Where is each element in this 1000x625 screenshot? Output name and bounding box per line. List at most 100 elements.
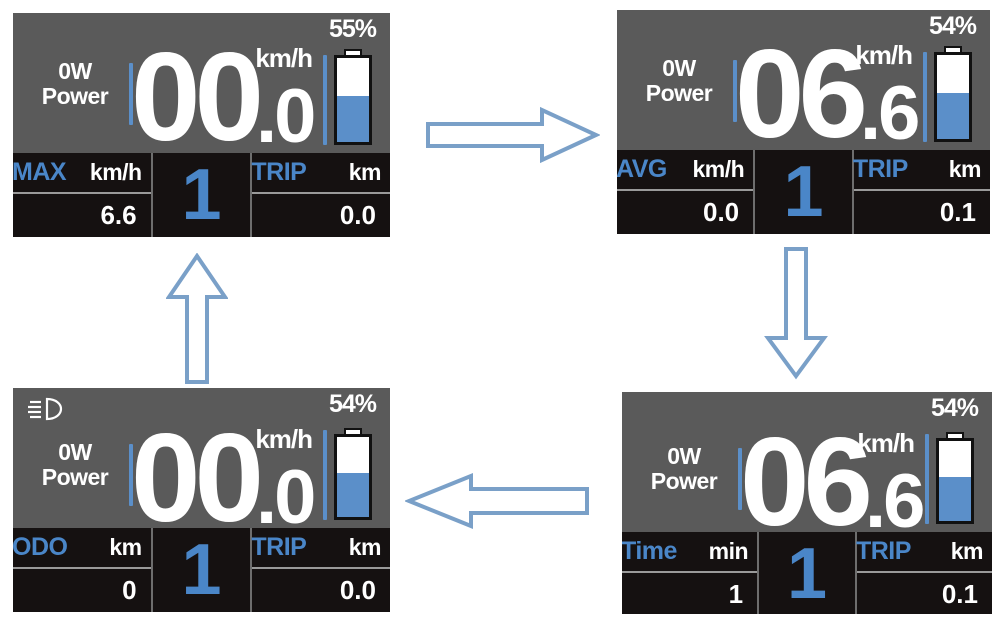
power-readout: 0W Power (625, 56, 733, 106)
battery-icon (334, 428, 372, 520)
power-readout: 0W Power (21, 59, 129, 109)
speed-readout: 00 .0 (131, 19, 316, 167)
power-value: 0W (667, 443, 701, 469)
left-metric-label: Time (622, 537, 677, 565)
assist-level-value: 1 (181, 155, 222, 235)
right-metric-cell[interactable]: TRIP km 0.0 (251, 153, 390, 237)
speed-integer: 00 (131, 409, 264, 548)
battery-fill (337, 473, 369, 517)
left-metric-cell[interactable]: AVG km/h 0.0 (617, 150, 754, 234)
left-metric-value: 1 (728, 579, 744, 609)
battery-percent: 54% (930, 394, 979, 422)
arrow-up-icon (165, 252, 229, 385)
right-metric-header: TRIP km (251, 528, 390, 569)
battery-percent: 54% (328, 390, 377, 418)
right-metric-header: TRIP km (852, 150, 990, 191)
left-metric-value: 0 (122, 575, 137, 605)
power-readout: 0W Power (630, 444, 738, 494)
battery-body (334, 434, 372, 520)
panel-bottom-section: Time min 1 1 TRIP km 0.1 (622, 532, 992, 614)
battery-fill (337, 95, 369, 142)
left-metric-value: 0.0 (702, 197, 740, 227)
assist-level-value: 1 (181, 530, 222, 610)
power-label: Power (645, 79, 713, 106)
power-value: 0W (58, 439, 92, 465)
display-panel-bottom-right[interactable]: 0W Power 06 .6 km/h 54% Time min 1 1 (622, 392, 992, 614)
left-metric-cell[interactable]: MAX km/h 6.6 (13, 153, 151, 237)
battery-nub (344, 428, 362, 435)
power-readout: 0W Power (21, 440, 129, 490)
power-value: 0W (662, 55, 696, 81)
assist-level-cell[interactable]: 1 (150, 528, 253, 612)
right-metric-value: 0.1 (941, 579, 978, 609)
left-metric-unit: km/h (692, 156, 745, 182)
speed-readout: 00 .0 (131, 400, 316, 548)
panel-top-section: 0W Power 06 .6 km/h 54% (617, 10, 990, 164)
power-value: 0W (58, 58, 92, 84)
power-label: Power (650, 467, 718, 494)
panel-top-section: 0W Power 06 .6 km/h 54% (622, 392, 992, 545)
power-label: Power (41, 463, 109, 490)
separator-right (323, 430, 327, 520)
power-label: Power (41, 82, 109, 109)
display-panel-top-left[interactable]: 0W Power 00 .0 km/h 55% MAX km/h 6.6 1 (13, 13, 390, 237)
separator-left (129, 444, 133, 506)
right-metric-label: TRIP (251, 158, 307, 186)
right-metric-cell[interactable]: TRIP km 0.1 (855, 532, 992, 614)
right-metric-value: 0.0 (339, 575, 376, 605)
speed-integer: 00 (131, 28, 264, 167)
battery-nub (944, 46, 962, 53)
right-metric-unit: km (948, 156, 982, 182)
right-metric-label: TRIP (251, 533, 307, 561)
right-metric-unit: km (950, 538, 984, 564)
speed-decimal: .6 (860, 70, 920, 156)
panel-bottom-section: MAX km/h 6.6 1 TRIP km 0.0 (13, 153, 390, 237)
assist-level-cell[interactable]: 1 (150, 153, 253, 237)
battery-percent: 55% (328, 15, 377, 43)
assist-level-cell[interactable]: 1 (757, 532, 857, 614)
panel-top-section: 0W Power 00 .0 km/h 54% (13, 388, 390, 541)
speed-integer: 06 (735, 25, 868, 164)
assist-level-value: 1 (786, 534, 828, 614)
battery-body (936, 438, 974, 524)
left-metric-cell[interactable]: Time min 1 (622, 532, 758, 614)
arrow-right-icon (424, 106, 601, 164)
right-metric-header: TRIP km (251, 153, 390, 194)
display-panel-top-right[interactable]: 0W Power 06 .6 km/h 54% AVG km/h 0.0 1 (617, 10, 990, 234)
speed-decimal: .6 (865, 458, 925, 544)
right-metric-label: TRIP (855, 537, 911, 565)
left-metric-unit: min (708, 538, 749, 564)
separator-left (733, 60, 737, 122)
assist-level-value: 1 (783, 152, 824, 232)
speed-unit-label: km/h (255, 424, 313, 454)
battery-body (334, 55, 372, 145)
assist-level-cell[interactable]: 1 (753, 150, 854, 234)
arrow-down-icon (762, 246, 830, 380)
arrow-left-icon (403, 473, 591, 529)
right-metric-cell[interactable]: TRIP km 0.0 (251, 528, 390, 612)
battery-percent: 54% (928, 12, 977, 40)
display-panel-bottom-left[interactable]: 0W Power 00 .0 km/h 54% ODO km 0 1 (13, 388, 390, 612)
battery-fill (939, 477, 971, 521)
speed-decimal: .0 (256, 454, 316, 540)
separator-right (923, 52, 927, 142)
right-metric-header: TRIP km (855, 532, 992, 573)
panel-top-section: 0W Power 00 .0 km/h 55% (13, 13, 390, 167)
headlight-icon (25, 396, 69, 422)
left-metric-header: AVG km/h (617, 150, 754, 191)
left-metric-value: 6.6 (100, 200, 137, 230)
battery-nub (946, 432, 964, 439)
right-metric-cell[interactable]: TRIP km 0.1 (852, 150, 990, 234)
right-metric-label: TRIP (852, 155, 908, 183)
left-metric-header: MAX km/h (13, 153, 151, 194)
right-metric-value: 0.0 (339, 200, 376, 230)
right-metric-value: 0.1 (939, 197, 976, 227)
left-metric-label: MAX (13, 158, 67, 186)
speed-decimal: .0 (256, 73, 316, 159)
battery-body (934, 52, 972, 142)
left-metric-cell[interactable]: ODO km 0 (13, 528, 151, 612)
separator-right (323, 55, 327, 145)
separator-right (925, 434, 929, 524)
speed-integer: 06 (740, 413, 873, 552)
battery-nub (344, 49, 362, 56)
